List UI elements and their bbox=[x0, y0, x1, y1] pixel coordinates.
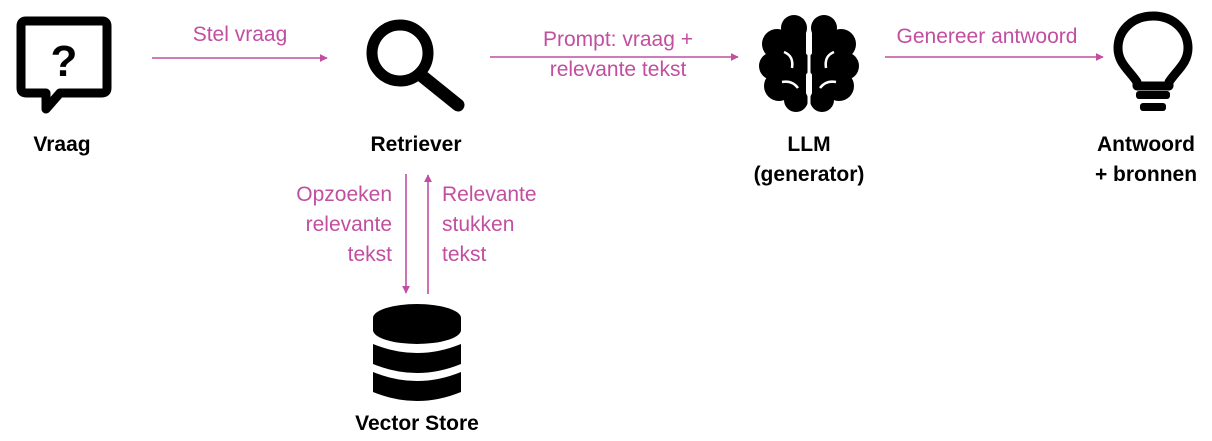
opzoeken-line3: tekst bbox=[347, 243, 392, 266]
edge-label-stel-vraag: Stel vraag bbox=[155, 20, 325, 50]
edge-label-relevante-stukken: Relevante stukken tekst bbox=[442, 180, 572, 270]
node-label-antwoord: Antwoord + bronnen bbox=[1082, 130, 1210, 190]
antwoord-label-line2: + bronnen bbox=[1094, 163, 1198, 186]
lightbulb-icon bbox=[1113, 11, 1193, 111]
llm-label-line1: LLM bbox=[787, 133, 831, 156]
edge-label-genereer: Genereer antwoord bbox=[872, 22, 1102, 52]
retriever-label: Retriever bbox=[370, 133, 462, 156]
antwoord-label-line1: Antwoord bbox=[1097, 133, 1195, 156]
edge-label-prompt: Prompt: vraag + relevante tekst bbox=[510, 25, 726, 85]
prompt-label-line2: relevante tekst bbox=[549, 58, 687, 81]
opzoeken-line1: Opzoeken bbox=[296, 183, 392, 206]
relevante-line3: tekst bbox=[442, 243, 487, 266]
node-label-llm: LLM (generator) bbox=[734, 130, 884, 190]
node-label-retriever: Retriever bbox=[350, 130, 482, 160]
vraag-label: Vraag bbox=[33, 133, 91, 156]
node-label-vraag: Vraag bbox=[10, 130, 114, 160]
edge-label-opzoeken: Opzoeken relevante tekst bbox=[270, 180, 392, 270]
vector-store-label: Vector Store bbox=[355, 412, 479, 435]
question-speech-bubble-icon: ? bbox=[16, 16, 112, 114]
node-label-vector-store: Vector Store bbox=[330, 409, 504, 439]
database-icon bbox=[373, 304, 461, 401]
brain-icon bbox=[759, 15, 859, 112]
llm-label-line2: (generator) bbox=[753, 163, 865, 186]
relevante-line1: Relevante bbox=[442, 183, 537, 206]
prompt-label-line1: Prompt: vraag + bbox=[543, 28, 693, 51]
stel-vraag-text: Stel vraag bbox=[192, 23, 288, 46]
magnifier-icon bbox=[366, 19, 465, 112]
opzoeken-line2: relevante bbox=[305, 213, 392, 236]
genereer-text: Genereer antwoord bbox=[896, 25, 1078, 48]
svg-text:?: ? bbox=[51, 37, 78, 86]
relevante-line2: stukken bbox=[442, 213, 515, 236]
